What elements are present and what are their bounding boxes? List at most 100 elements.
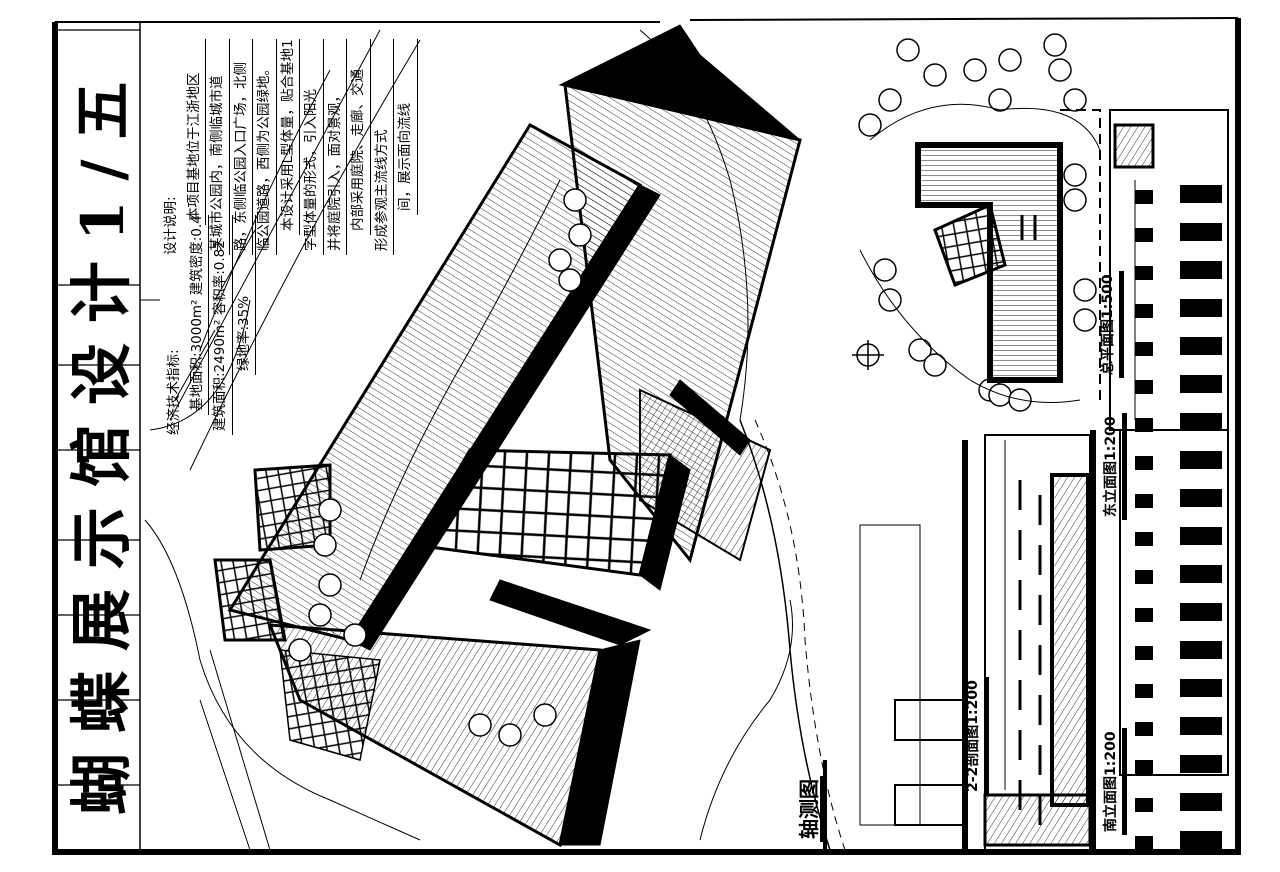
tree-icon (908, 338, 932, 362)
site-plan (859, 103, 1101, 403)
window-icon (1135, 608, 1153, 622)
window-icon (1135, 228, 1153, 242)
tree-icon (988, 88, 1012, 112)
tree-icon (468, 713, 492, 737)
tree-icon (988, 383, 1012, 407)
tree-icon (923, 353, 947, 377)
note-line: 形成参观主流线方式 (370, 39, 394, 255)
tree-icon (923, 63, 947, 87)
note-line: 本设计采用L型体量，贴合基地1 (276, 39, 300, 235)
tree-icon (343, 623, 367, 647)
tree-icon (498, 723, 522, 747)
tree-icon (313, 533, 337, 557)
tree-icon (858, 113, 882, 137)
note-line: 并将庭院引入，面对景观， (323, 39, 347, 255)
window-icon (1180, 603, 1222, 621)
title-grid (55, 29, 140, 851)
sheet-frame (52, 17, 1241, 855)
indicator-line: 基地面积:3000m² 建筑密度:0.4 (185, 215, 209, 415)
tree-icon (1063, 88, 1087, 112)
east-elevation (1109, 109, 1229, 776)
window-icon (1135, 304, 1153, 318)
title-main: 蝴蝶展示馆设计 (65, 240, 138, 815)
window-icon (1180, 527, 1222, 545)
tree-icon (318, 573, 342, 597)
tree-icon (1043, 33, 1067, 57)
indicator-line: 绿地率:35% (232, 215, 256, 375)
window-icon (1135, 456, 1153, 470)
note-line: 间，展示面向流线 (394, 39, 418, 215)
window-icon (1180, 565, 1222, 583)
tree-icon (308, 603, 332, 627)
tree-icon (1063, 188, 1087, 212)
sheet-title: 蝴蝶展示馆设计1/五 (62, 61, 143, 815)
window-icon (1135, 380, 1153, 394)
window-icon (1135, 494, 1153, 508)
south-elevation-label: 南立面图1:200 (1100, 728, 1127, 835)
window-icon (1180, 413, 1222, 431)
window-icon (1180, 451, 1222, 469)
note-line: 内部采用庭院、走廊、交通 (347, 39, 371, 235)
tree-icon (963, 58, 987, 82)
tree-icon (878, 88, 902, 112)
north-arrow-icon (852, 340, 884, 370)
window-icon (1135, 836, 1153, 850)
tree-icon (288, 638, 312, 662)
tree-icon (1063, 163, 1087, 187)
note-line: 字型体量的形式，引入阳光 (300, 39, 324, 255)
window-icon (1180, 793, 1222, 811)
window-icon (1180, 717, 1222, 735)
site-plan-label: 总平面图1:500 (1097, 271, 1124, 378)
window-icon (1135, 684, 1153, 698)
tree-icon (563, 188, 587, 212)
tree-icon (568, 223, 592, 247)
window-icon (1135, 570, 1153, 584)
glass-box-south (213, 558, 287, 642)
window-icon (1180, 299, 1222, 317)
window-icon (1135, 190, 1153, 204)
axonometric-label: 轴测图 (797, 776, 825, 842)
window-icon (1180, 489, 1222, 507)
trees (288, 33, 1097, 747)
window-icon (1135, 760, 1153, 774)
tree-icon (548, 248, 572, 272)
tree-icon (533, 703, 557, 727)
tree-icon (318, 498, 342, 522)
window-icon (1180, 223, 1222, 241)
east-elevation-windows (1135, 185, 1222, 850)
section-window-bars (1018, 480, 1042, 825)
sheet-number: 1/五 (69, 61, 137, 241)
window-icon (1135, 418, 1153, 432)
window-icon (1180, 679, 1222, 697)
indicators-heading: 经济技术指标: (166, 349, 182, 435)
window-icon (1135, 532, 1153, 546)
tree-icon (1048, 58, 1072, 82)
tree-icon (558, 268, 582, 292)
window-icon (1180, 337, 1222, 355)
window-icon (1135, 266, 1153, 280)
section-label: 2-2剖面图1:200 (962, 677, 989, 795)
section-drawing (859, 430, 1096, 851)
indicator-line: 建筑面积:2490m² 容积率:0.82 (209, 215, 233, 435)
window-icon (1180, 261, 1222, 279)
tree-icon (873, 258, 897, 282)
window-icon (1180, 755, 1222, 773)
tree-icon (1073, 278, 1097, 302)
tree-icon (896, 38, 920, 62)
tree-icon (998, 48, 1022, 72)
note-line: 临公园道路，西侧为公园绿地。 (253, 39, 277, 255)
east-elevation-label: 东立面图1:200 (1100, 413, 1127, 520)
window-icon (1135, 646, 1153, 660)
axonometric-drawing (213, 24, 802, 848)
note-line: 本项目基地位于江浙地区 (182, 39, 206, 225)
window-icon (1135, 798, 1153, 812)
tree-icon (1073, 308, 1097, 332)
window-icon (1180, 831, 1222, 849)
window-icon (1135, 342, 1153, 356)
window-icon (1135, 722, 1153, 736)
window-icon (1180, 641, 1222, 659)
economic-indicators: 经济技术指标: 基地面积:3000m² 建筑密度:0.4 建筑面积:2490m²… (163, 215, 256, 435)
window-icon (1180, 375, 1222, 393)
window-icon (1180, 185, 1222, 203)
